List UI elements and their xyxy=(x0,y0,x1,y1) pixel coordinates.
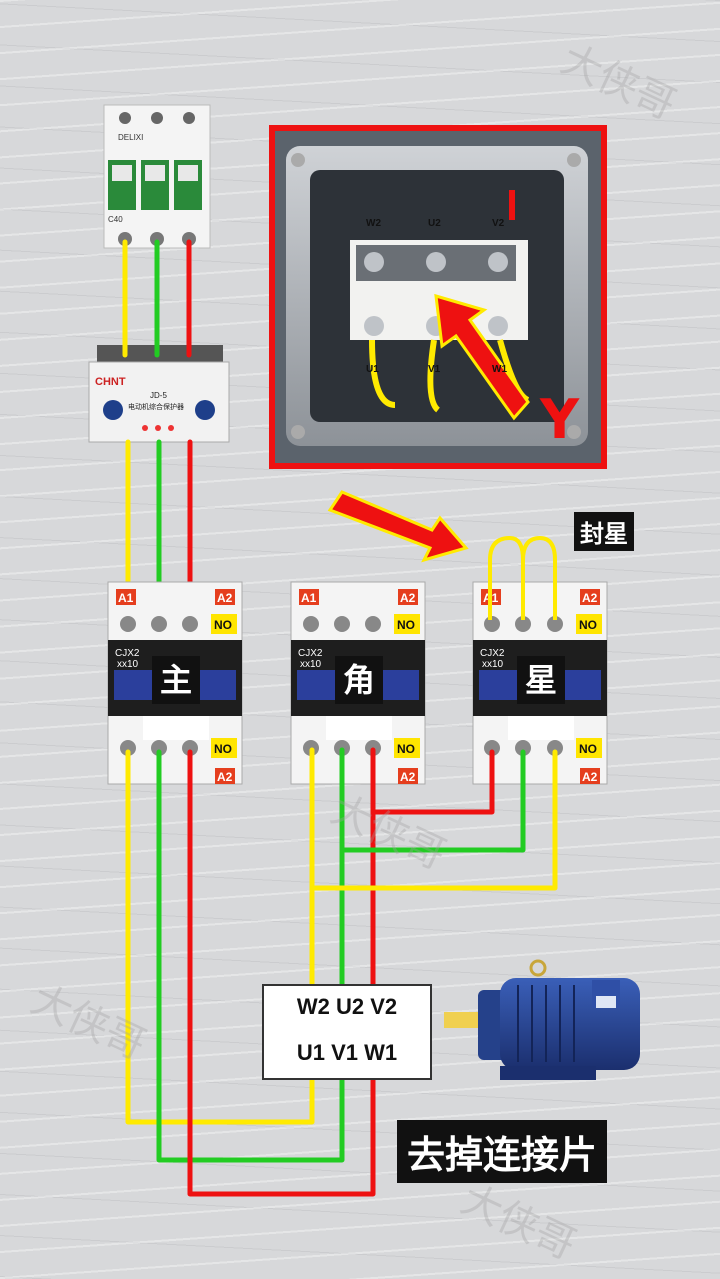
wires-contactor-outputs xyxy=(125,747,558,1197)
badge-a2-star-bottom: A2 xyxy=(582,770,598,784)
contactor-label-main: 主 xyxy=(152,656,201,704)
photo-tag-v1: V1 xyxy=(428,364,441,375)
photo-terminal-tags: W2 U2 V2 U1 V1 W1 xyxy=(366,218,507,375)
star-short-label: 封星 xyxy=(574,512,634,551)
motor-image xyxy=(444,959,640,1080)
model-main-1: CJX2 xyxy=(115,648,140,659)
caption-remove-link: 去掉连接片 xyxy=(397,1120,608,1183)
badge-a2-delta: A2 xyxy=(400,591,416,605)
breaker-rating: C40 xyxy=(108,215,123,224)
protector-brand: CHNT xyxy=(95,376,126,388)
badge-a2-delta-bottom: A2 xyxy=(400,770,416,784)
terminal-box-photo xyxy=(269,125,607,469)
protector-name: 电动机综合保护器 xyxy=(128,402,184,411)
breaker-brand: DELIXI xyxy=(118,133,143,142)
badge-no-star-bottom: NO xyxy=(579,742,597,756)
photo-tag-w2: W2 xyxy=(366,218,381,229)
badge-no-star-top: NO xyxy=(579,618,597,632)
badge-no-delta-top: NO xyxy=(397,618,415,632)
coil-badges: A1 A2 NO NO A2 A1 A2 NO NO A2 A1 A2 NO N… xyxy=(116,589,602,784)
badge-a2-main-bottom: A2 xyxy=(217,770,233,784)
badge-no-delta-bottom: NO xyxy=(397,742,415,756)
star-short-loops xyxy=(488,535,557,620)
terminal-row-top: W2 U2 V2 xyxy=(296,994,398,1019)
model-star-2: xx10 xyxy=(482,659,504,670)
motor-terminal-label: W2 U2 V2 U1 V1 W1 xyxy=(262,984,432,1080)
photo-tag-u2: U2 xyxy=(428,218,441,229)
photo-tag-v2: V2 xyxy=(492,218,505,229)
wires-breaker-protector xyxy=(122,239,192,358)
badge-a1-main: A1 xyxy=(118,591,134,605)
contactor-model-labels: CJX2 xx10 CJX2 xx10 CJX2 xx10 xyxy=(115,648,505,670)
model-main-2: xx10 xyxy=(117,659,139,670)
badge-a2-main: A2 xyxy=(217,591,233,605)
protector-model: JD-5 xyxy=(150,391,167,400)
model-delta-2: xx10 xyxy=(300,659,322,670)
red-arrow-icon xyxy=(327,490,469,563)
photo-tag-u1: U1 xyxy=(366,364,379,375)
photo-tag-w1: W1 xyxy=(492,364,507,375)
terminal-row-bottom: U1 V1 W1 xyxy=(296,1040,398,1065)
model-delta-1: CJX2 xyxy=(298,648,323,659)
motor-protector xyxy=(88,345,230,443)
badge-no-main-bottom: NO xyxy=(214,742,232,756)
contactor-label-delta: 角 xyxy=(335,656,384,704)
circuit-breaker xyxy=(103,104,211,249)
model-star-1: CJX2 xyxy=(480,648,505,659)
contactor-label-star: 星 xyxy=(517,656,566,704)
badge-no-main-top: NO xyxy=(214,618,232,632)
photo-y-mark: Y xyxy=(539,388,580,451)
badge-a1-delta: A1 xyxy=(301,591,317,605)
badge-a2-star: A2 xyxy=(582,591,598,605)
